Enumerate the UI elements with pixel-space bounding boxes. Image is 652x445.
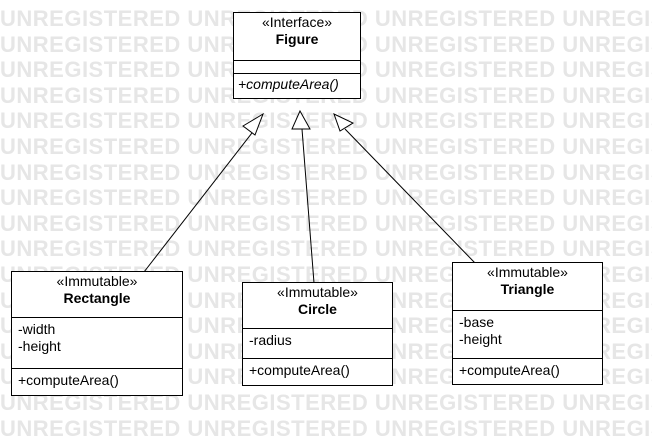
attributes-section: -radius bbox=[243, 328, 392, 358]
watermark-row: UNREGISTERED UNREGISTERED UNREGISTERED U… bbox=[0, 134, 652, 159]
stereotype-label: «Immutable» bbox=[277, 284, 358, 300]
rectangle-arrowhead-icon bbox=[242, 112, 264, 136]
attribute-height: -height bbox=[18, 338, 61, 354]
attribute-height: -height bbox=[459, 331, 502, 347]
operation-compute-area: +computeArea() bbox=[459, 362, 560, 378]
operation-compute-area: +computeArea() bbox=[249, 362, 350, 378]
operations-section: +computeArea() bbox=[243, 358, 392, 381]
attributes-section: -width -height bbox=[12, 317, 182, 368]
watermark-row: UNREGISTERED UNREGISTERED UNREGISTERED U… bbox=[0, 443, 652, 445]
operations-section: +computeArea() bbox=[453, 358, 602, 381]
class-rectangle[interactable]: «Immutable» Rectangle -width -height +co… bbox=[11, 271, 183, 396]
class-header: «Immutable» Rectangle bbox=[12, 272, 182, 317]
watermark-row: UNREGISTERED UNREGISTERED UNREGISTERED U… bbox=[0, 415, 652, 441]
rectangle-to-figure-line bbox=[143, 128, 256, 273]
class-name: Circle bbox=[298, 301, 337, 317]
class-name: Triangle bbox=[500, 281, 555, 297]
circle-to-figure-line bbox=[301, 128, 315, 284]
watermark-row: UNREGISTERED UNREGISTERED UNREGISTERED U… bbox=[0, 108, 652, 134]
stereotype-label: «Immutable» bbox=[56, 273, 138, 289]
class-header: «Immutable» Triangle bbox=[453, 263, 602, 310]
watermark-row: UNREGISTERED UNREGISTERED UNREGISTERED U… bbox=[0, 159, 652, 185]
class-header: «Immutable» Circle bbox=[243, 283, 392, 328]
circle-arrowhead-icon bbox=[291, 109, 311, 130]
class-name: Rectangle bbox=[63, 290, 131, 306]
attribute-radius: -radius bbox=[249, 332, 292, 348]
triangle-to-figure-line bbox=[344, 128, 476, 264]
operations-section: +computeArea() bbox=[234, 73, 360, 93]
class-circle[interactable]: «Immutable» Circle -radius +computeArea(… bbox=[242, 282, 393, 386]
attributes-section: -base -height bbox=[453, 310, 602, 358]
triangle-arrowhead-icon bbox=[333, 113, 355, 132]
class-header: «Interface» Figure bbox=[234, 13, 360, 60]
class-triangle[interactable]: «Immutable» Triangle -base -height +comp… bbox=[452, 262, 603, 385]
watermark-row: UNREGISTERED UNREGISTERED UNREGISTERED U… bbox=[0, 236, 652, 262]
stereotype-label: «Immutable» bbox=[487, 264, 568, 280]
attribute-width: -width bbox=[18, 321, 56, 337]
watermark-row: UNREGISTERED UNREGISTERED UNREGISTERED U… bbox=[0, 210, 652, 236]
watermark-row: UNREGISTERED UNREGISTERED UNREGISTERED U… bbox=[0, 185, 652, 211]
attributes-section bbox=[234, 60, 360, 73]
class-name: Figure bbox=[275, 31, 319, 47]
class-figure[interactable]: «Interface» Figure +computeArea() bbox=[233, 12, 361, 99]
operation-compute-area: +computeArea() bbox=[238, 76, 339, 92]
stereotype-label: «Interface» bbox=[261, 14, 333, 30]
watermark-row: UNREGISTERED UNREGISTERED UNREGISTERED U… bbox=[0, 390, 652, 415]
operation-compute-area: +computeArea() bbox=[18, 372, 119, 388]
attribute-base: -base bbox=[459, 314, 495, 330]
operations-section: +computeArea() bbox=[12, 368, 182, 391]
